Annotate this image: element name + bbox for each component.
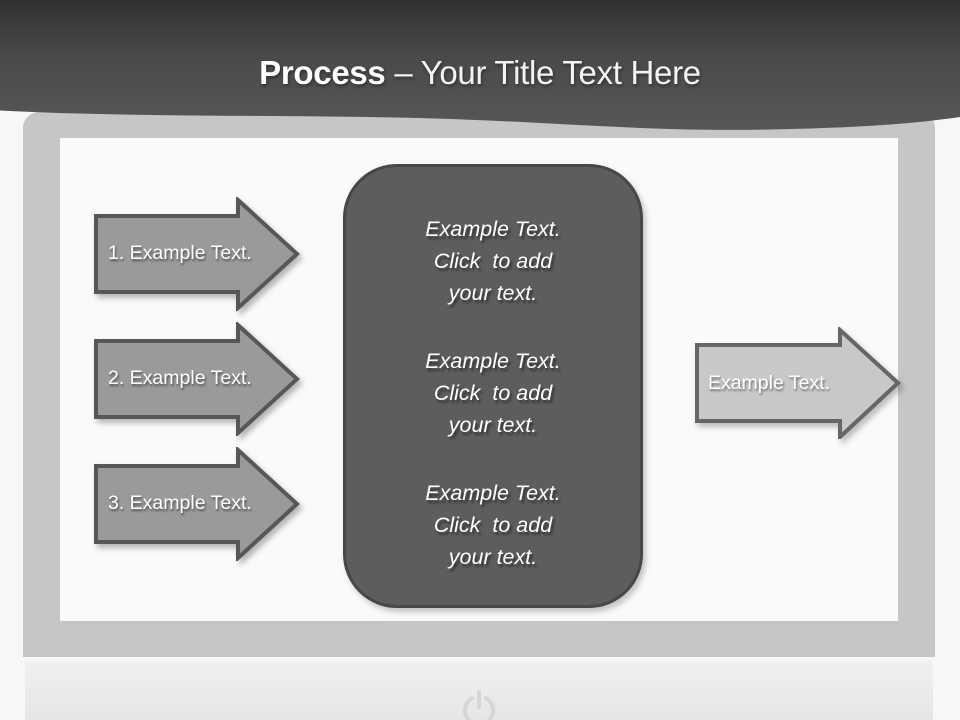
slide-title-rest: – Your Title Text Here xyxy=(394,54,701,91)
monitor-base xyxy=(25,659,933,720)
text-line: Example Text. xyxy=(425,217,561,241)
step-arrow-1[interactable]: 1. Example Text. xyxy=(94,195,300,313)
text-line: Click to add xyxy=(433,381,553,405)
text-placeholder-3[interactable]: Example Text. Click to add your text. xyxy=(360,477,626,573)
text-line: Example Text. xyxy=(425,481,561,505)
step-arrow-1-label: 1. Example Text. xyxy=(108,242,252,264)
text-line: Click to add xyxy=(433,249,553,273)
text-line: your text. xyxy=(448,281,538,305)
slide-title[interactable]: Process – Your Title Text Here xyxy=(0,54,960,92)
slide-title-keyword: Process xyxy=(259,54,386,91)
arrow-right-shape xyxy=(94,320,300,438)
arrow-right-shape xyxy=(94,195,300,313)
output-arrow-label: Example Text. xyxy=(707,372,831,394)
step-arrow-2-label: 2. Example Text. xyxy=(108,367,252,389)
step-arrow-2[interactable]: 2. Example Text. xyxy=(94,320,300,438)
text-line: your text. xyxy=(448,413,538,437)
step-arrow-3-label: 3. Example Text. xyxy=(108,492,252,514)
header-wave xyxy=(0,0,960,130)
output-arrow[interactable]: Example Text. xyxy=(695,325,901,442)
power-icon xyxy=(463,690,495,720)
text-placeholder-2[interactable]: Example Text. Click to add your text. xyxy=(360,345,626,441)
text-line: Example Text. xyxy=(425,349,561,373)
arrow-right-shape xyxy=(94,445,300,563)
arrow-right-shape xyxy=(695,325,901,442)
text-line: Click to add xyxy=(433,513,553,537)
center-text-panel: Example Text. Click to add your text. Ex… xyxy=(343,164,643,608)
text-placeholder-1[interactable]: Example Text. Click to add your text. xyxy=(360,213,626,309)
step-arrow-3[interactable]: 3. Example Text. xyxy=(94,445,300,563)
text-line: your text. xyxy=(448,545,538,569)
